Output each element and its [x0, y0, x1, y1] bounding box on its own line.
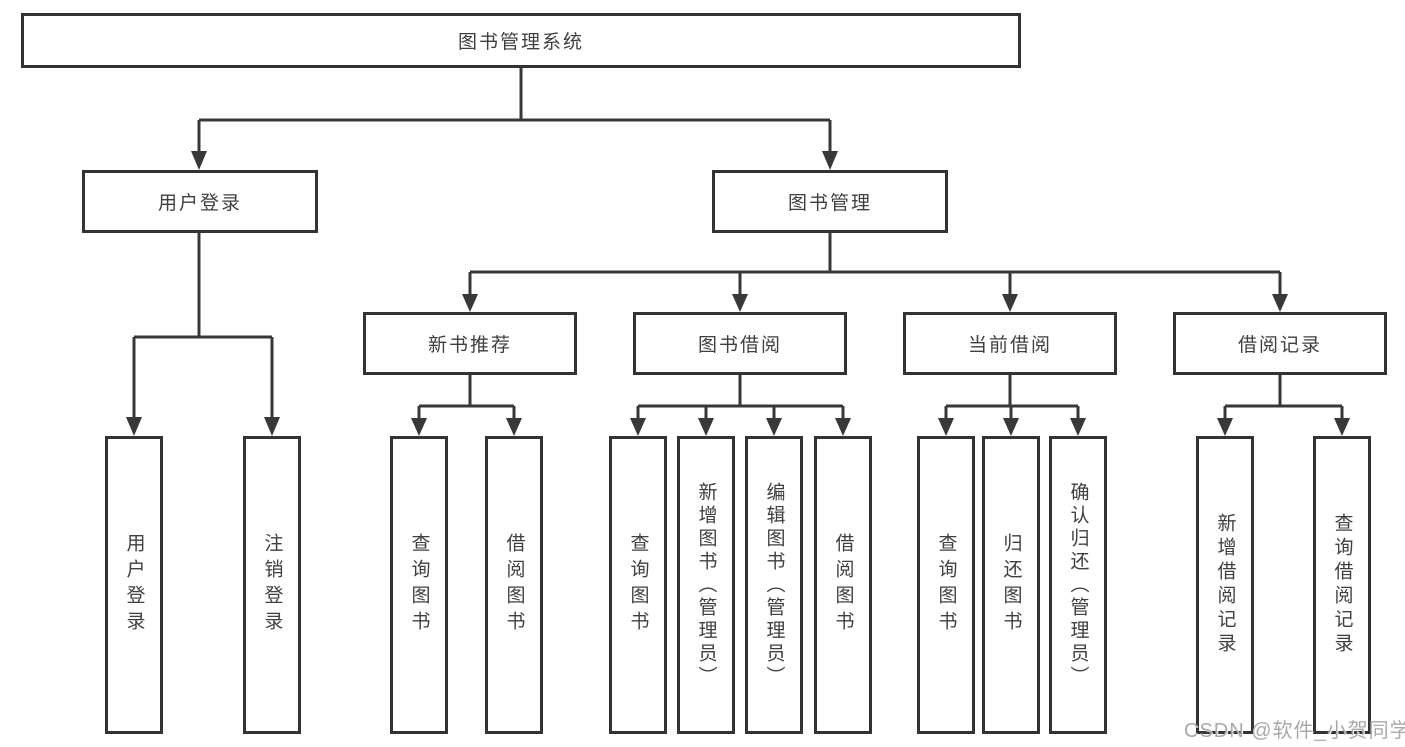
node-leaf-user-login: 用户登录 [105, 436, 163, 734]
node-book-borrowing: 图书借阅 [633, 312, 847, 375]
node-user-login: 用户登录 [82, 170, 318, 233]
csdn-watermark: CSDN @软件_小贺同学 [1184, 720, 1405, 742]
node-leaf-query-books-2: 查询图书 [609, 436, 667, 734]
node-leaf-confirm-return-admin: 确认归还（管理员） [1049, 436, 1107, 734]
node-leaf-return-books: 归还图书 [982, 436, 1040, 734]
connector-userlogin-children [126, 233, 280, 436]
node-current-borrowing: 当前借阅 [903, 312, 1117, 375]
node-leaf-add-borrow-record: 新增借阅记录 [1196, 436, 1254, 734]
node-leaf-query-borrow-record: 查询借阅记录 [1313, 436, 1371, 734]
node-book-management-system: 图书管理系统 [21, 13, 1021, 68]
connector-records-children [1217, 375, 1350, 436]
node-borrowing-records: 借阅记录 [1173, 312, 1387, 375]
node-leaf-add-books-admin: 新增图书（管理员） [677, 436, 735, 734]
node-leaf-query-books-1: 查询图书 [390, 436, 448, 734]
connector-newbook-children [411, 375, 522, 436]
node-leaf-edit-books-admin: 编辑图书（管理员） [745, 436, 803, 734]
node-new-book-recommend: 新书推荐 [363, 312, 577, 375]
connector-bookborrow-children [630, 375, 851, 436]
connector-bookmgmt-to-level3 [462, 233, 1288, 312]
node-book-management: 图书管理 [712, 170, 948, 233]
connector-currentborrow-children [938, 375, 1086, 436]
connector-root-to-level2 [191, 68, 838, 170]
node-leaf-borrow-books-1: 借阅图书 [485, 436, 543, 734]
node-leaf-query-books-3: 查询图书 [917, 436, 975, 734]
node-leaf-logout: 注销登录 [243, 436, 301, 734]
node-leaf-borrow-books-2: 借阅图书 [814, 436, 872, 734]
